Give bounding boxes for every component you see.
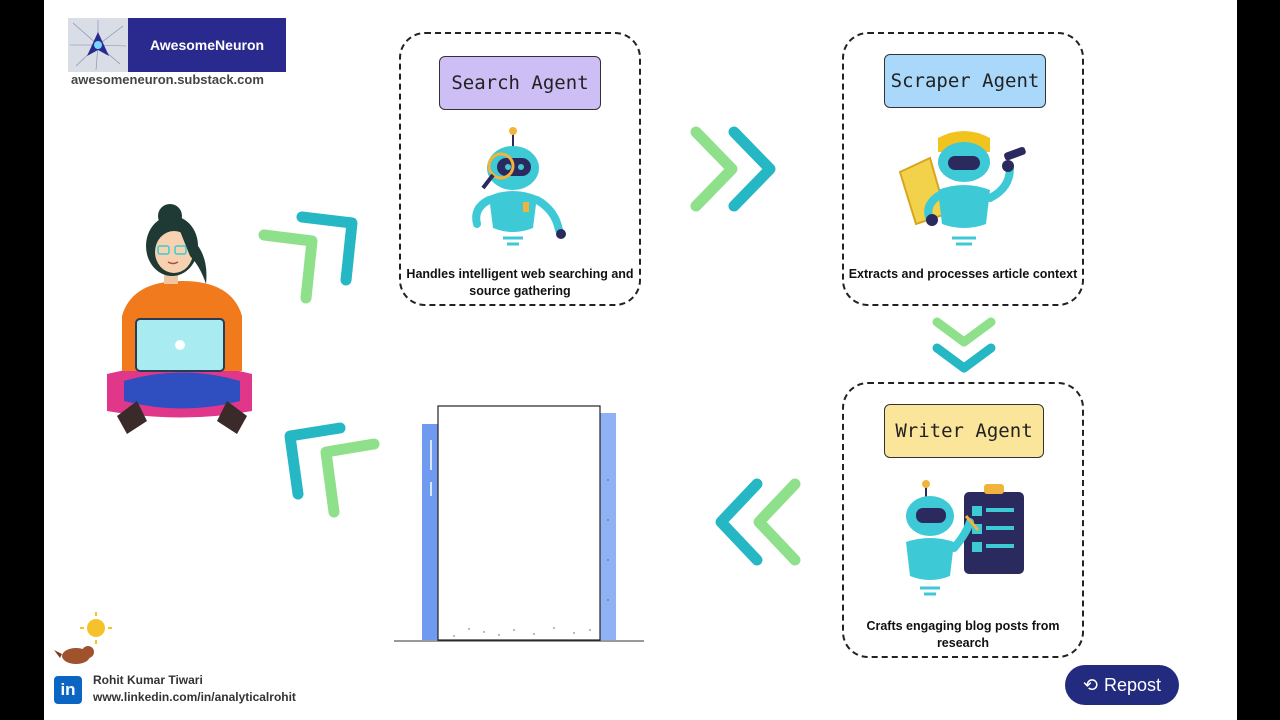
search-agent-description: Handles intelligent web searching and so… (406, 267, 634, 298)
brand-banner: AwesomeNeuron (68, 18, 286, 72)
search-agent-card: Search Agent Handles intelligent web sea… (399, 32, 641, 306)
arrow-user-to-search (252, 205, 362, 310)
scraper-agent-card: Scraper Agent Extracts and processes art… (842, 32, 1084, 306)
scraper-robot-icon (894, 128, 1034, 263)
brand-name: AwesomeNeuron (128, 18, 286, 72)
repost-icon: ⟲ (1082, 674, 1099, 695)
blog-document-illustration (394, 400, 644, 645)
arrow-scraper-to-writer (929, 312, 999, 380)
arrow-writer-to-document (709, 472, 809, 572)
user-illustration (102, 196, 262, 436)
repost-label: Repost (1104, 674, 1162, 695)
scraper-agent-title: Scraper Agent (884, 54, 1046, 108)
writer-agent-description: Crafts engaging blog posts from research (866, 619, 1060, 650)
brand-url[interactable]: awesomeneuron.substack.com (71, 72, 264, 87)
diagram-canvas: AwesomeNeuron awesomeneuron.substack.com (44, 0, 1237, 720)
arrow-document-to-user (276, 418, 386, 528)
bird-sun-icon (52, 610, 114, 670)
repost-button[interactable]: ⟲ Repost (1065, 665, 1179, 705)
author-linkedin-url[interactable]: www.linkedin.com/in/analyticalrohit (93, 690, 296, 704)
search-agent-title: Search Agent (439, 56, 601, 110)
linkedin-icon[interactable]: in (54, 676, 82, 704)
search-robot-icon (463, 122, 573, 257)
author-name: Rohit Kumar Tiwari (93, 673, 203, 687)
arrow-search-to-scraper (684, 122, 784, 217)
scraper-agent-description: Extracts and processes article context (848, 267, 1078, 281)
brand-logo-icon (68, 18, 128, 72)
writer-robot-icon (896, 478, 1036, 613)
writer-agent-card: Writer Agent Crafts engaging (842, 382, 1084, 658)
writer-agent-title: Writer Agent (884, 404, 1044, 458)
